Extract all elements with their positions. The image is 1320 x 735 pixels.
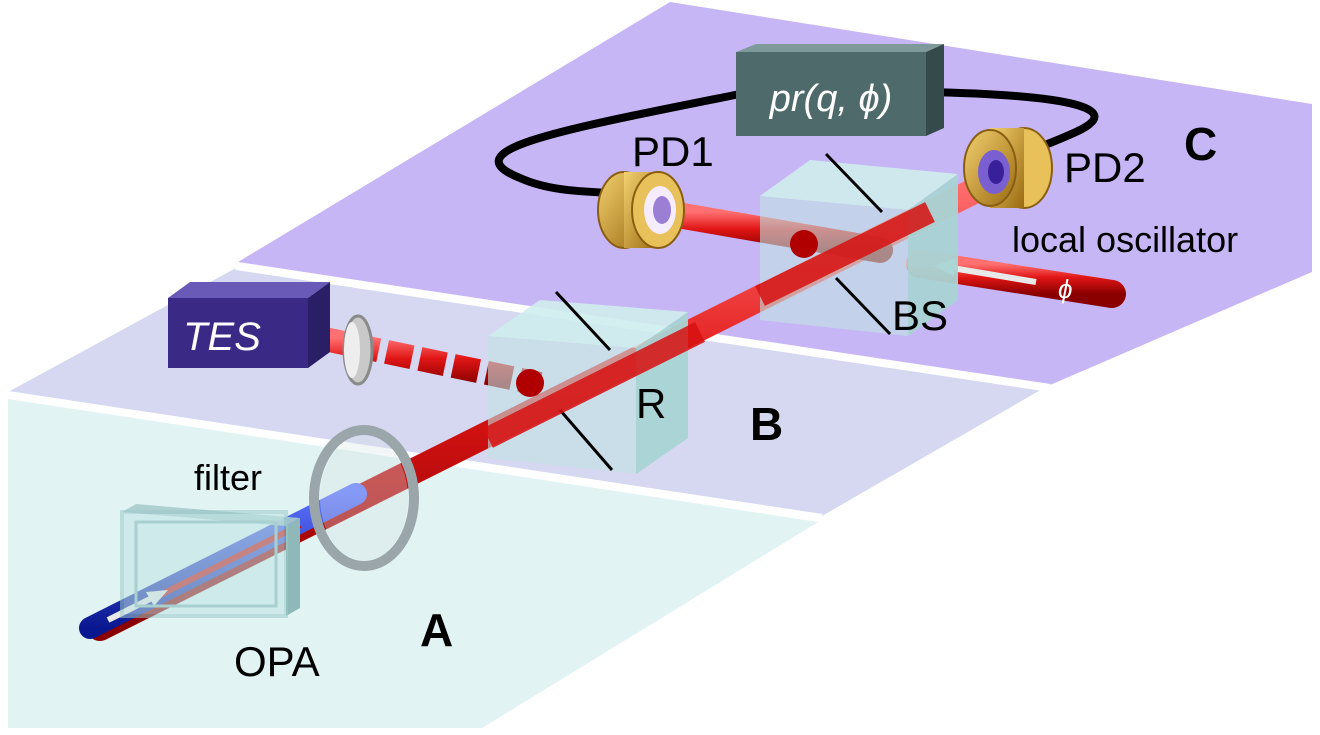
section-a-label: A [420,604,453,656]
tes-label: TES [183,315,261,359]
opa-label: OPA [234,638,320,685]
r-cube-beam [483,322,705,448]
bs-cube-beam-spot [790,230,818,258]
pd2-detector [963,127,1053,209]
cable-left [494,90,741,200]
processor-box: pr(q, ϕ) [736,44,944,136]
lo-arrow-shaft [951,265,1037,285]
pd2-label: PD2 [1064,144,1146,191]
pd1-detector [597,171,685,249]
plate-a [8,398,818,728]
bs-label: BS [892,292,948,339]
r-label: R [636,380,666,427]
tes-lens [342,314,374,386]
r-cube-beam-spot [516,369,544,397]
filter-ring [309,425,419,571]
tes-detector: TES [168,282,330,368]
pd1-label: PD1 [632,128,714,175]
processor-label: pr(q, ϕ) [769,78,892,120]
section-c-label: C [1184,118,1217,170]
opa-crystal [120,504,300,618]
section-b-label: B [750,398,783,450]
bs-cube-beam [755,202,935,306]
phi-label: ϕ [1058,274,1072,304]
local-oscillator-label: local oscillator [1012,219,1238,260]
filter-label: filter [194,457,262,498]
